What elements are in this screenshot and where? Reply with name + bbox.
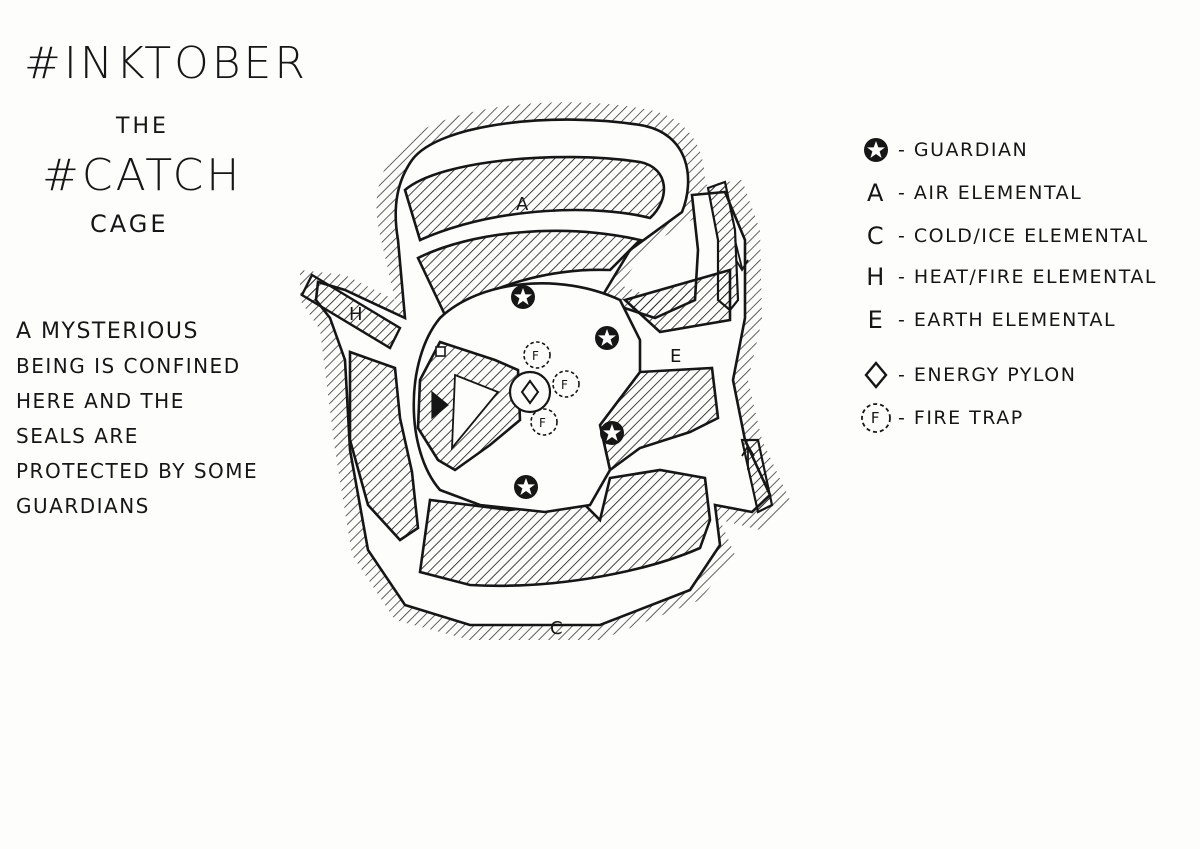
title-hashtag-inktober: #Inktober	[24, 38, 308, 89]
description-line: being is confined	[16, 354, 241, 378]
legend-label: - Earth elemental	[898, 309, 1117, 331]
description-line: protected by some	[16, 459, 259, 483]
zone-label-heat: H	[349, 304, 363, 325]
legend-label: - Fire trap	[898, 407, 1024, 429]
legend-label: - Energy pylon	[898, 364, 1077, 386]
legend-item-energy-pylon: - Energy pylon	[858, 360, 1076, 390]
legend-label: - Cold/ice elemental	[898, 225, 1149, 247]
path-arrow-down	[734, 239, 743, 269]
entrance-corridor-h	[300, 273, 402, 350]
fire-trap-circle-icon	[530, 408, 558, 436]
legend-key-letter: C	[866, 222, 886, 250]
fire-trap-label: F	[539, 416, 546, 430]
description-line: A mysterious	[16, 319, 199, 344]
title-word-the: the	[116, 114, 169, 139]
zone-label-earth: E	[670, 346, 681, 367]
description-line: guardians	[16, 494, 150, 518]
guardian-star-icon	[595, 326, 619, 350]
legend-label: - Guardian	[898, 139, 1029, 161]
guardian-star-icon	[514, 475, 538, 499]
fire-trap-markers: F F F	[523, 341, 580, 436]
zone-label-cold: C	[550, 618, 563, 639]
legend-label: - Heat/fire elemental	[898, 266, 1157, 288]
zone-label-air: A	[516, 194, 529, 215]
fire-trap-circle-icon	[523, 341, 551, 369]
central-chamber	[412, 281, 642, 514]
zone-labels: A C H E	[349, 194, 681, 639]
title-hashtag-catch: #Catch	[42, 150, 243, 201]
inner-sanctum	[416, 340, 552, 472]
description-line: seals are	[16, 424, 139, 448]
guardian-star-icon	[600, 421, 624, 445]
guardian-star-icon	[511, 285, 535, 309]
legend-item-earth: E - Earth elemental	[858, 306, 1116, 334]
fire-trap-circle-icon	[552, 370, 580, 398]
legend-item-guardian: - Guardian	[858, 135, 1028, 165]
legend-key-letter: A	[867, 179, 885, 207]
legend-key-letter: E	[867, 306, 885, 334]
guardian-star-icon	[858, 135, 894, 165]
fire-trap-circle-icon: F	[858, 401, 894, 435]
title-word-cage: cage	[90, 210, 169, 238]
legend-key-letter: H	[866, 263, 886, 291]
legend-item-air: A - Air elemental	[858, 179, 1082, 207]
fire-trap-letter: F	[870, 409, 882, 427]
energy-pylon-diamond-icon	[858, 360, 894, 390]
description-line: here and the	[16, 389, 185, 413]
legend-label: - Air elemental	[898, 182, 1083, 204]
cave-passages	[314, 118, 772, 627]
legend-item-cold: C - Cold/ice elemental	[858, 222, 1149, 250]
legend-item-fire-trap: F - Fire trap	[858, 401, 1024, 435]
guardian-markers	[511, 285, 624, 499]
legend-item-heat: H - Heat/fire elemental	[858, 263, 1157, 291]
description-block: A mysterious being is confined here and …	[16, 314, 316, 524]
fire-trap-label: F	[532, 349, 539, 363]
fire-trap-label: F	[561, 378, 568, 392]
rock-hatching	[300, 102, 790, 640]
side-corridor-e	[706, 180, 774, 514]
inner-rock-masses	[348, 155, 732, 588]
